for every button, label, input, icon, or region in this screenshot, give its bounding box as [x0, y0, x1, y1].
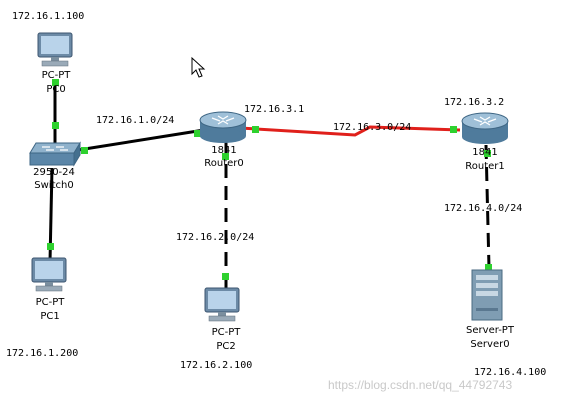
router0-icon[interactable]: [199, 111, 247, 143]
pc0-ip-label: 172.16.1.100: [12, 11, 85, 22]
router1-name-label: Router1: [465, 161, 505, 172]
network-label-net1: 172.16.1.0/24: [96, 115, 175, 126]
port-dot: [484, 150, 491, 157]
network-label-net2: 172.16.2.0/24: [176, 232, 255, 243]
server0-model-label: Server-PT: [466, 325, 514, 336]
server0-icon[interactable]: [471, 269, 503, 321]
network-label-net3: 172.16.3.0/24: [333, 122, 412, 133]
port-dot: [485, 264, 492, 271]
router0-model-label: 1841: [211, 145, 237, 156]
server0-ip-label: 172.16.4.100: [474, 367, 547, 378]
switch0-name-label: Switch0: [34, 180, 74, 191]
link-router0-router1[interactable]: [239, 125, 461, 137]
pc1-ip-label: 172.16.1.200: [6, 348, 79, 359]
port-dot: [52, 122, 59, 129]
port-dot: [194, 130, 201, 137]
switch0-icon[interactable]: [29, 141, 81, 167]
port-dot: [222, 153, 229, 160]
network-label-net4: 172.16.4.0/24: [444, 203, 523, 214]
pc0-model-label: PC-PT: [41, 70, 71, 81]
watermark: https://blog.csdn.net/qq_44792743: [328, 378, 513, 392]
router1-icon[interactable]: [461, 112, 509, 144]
port-dot: [81, 147, 88, 154]
pc2-model-label: PC-PT: [211, 327, 241, 338]
port-dot: [252, 126, 259, 133]
pc1-model-label: PC-PT: [35, 297, 65, 308]
pc1-name-label: PC1: [40, 311, 60, 322]
pc1-icon[interactable]: [31, 257, 67, 292]
port-indicators: [47, 79, 492, 280]
server0-name-label: Server0: [470, 339, 510, 350]
pc2-ip-label: 172.16.2.100: [180, 360, 253, 371]
router0-ip-label: 172.16.3.1: [244, 104, 305, 115]
switch0-model-label: 2950-24: [33, 167, 75, 178]
pc2-icon[interactable]: [204, 287, 240, 322]
router1-model-label: 1841: [472, 147, 498, 158]
pc0-name-label: PC0: [46, 84, 66, 95]
router1-ip-label: 172.16.3.2: [444, 97, 505, 108]
link-switch0-router0[interactable]: [71, 128, 205, 153]
port-dot: [450, 126, 457, 133]
port-dot: [222, 273, 229, 280]
pc2-name-label: PC2: [216, 341, 236, 352]
pc0-icon[interactable]: [37, 32, 73, 67]
mouse-cursor-icon: [191, 56, 206, 78]
port-dot: [47, 243, 54, 250]
port-dot: [52, 79, 59, 86]
router0-name-label: Router0: [204, 158, 244, 169]
